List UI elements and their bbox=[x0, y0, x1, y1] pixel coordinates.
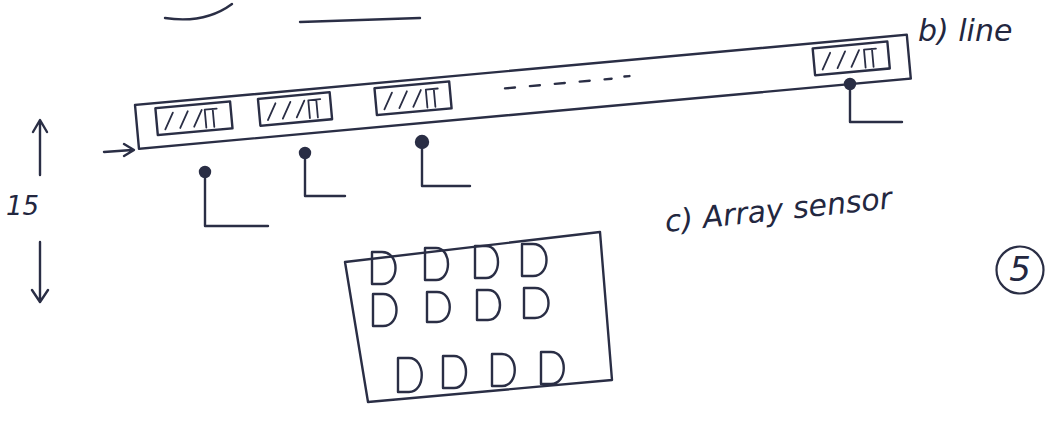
pin-lead bbox=[205, 177, 268, 226]
pin-dot bbox=[300, 148, 310, 158]
scribble-arc bbox=[165, 4, 232, 19]
array-element bbox=[398, 358, 422, 392]
array-element bbox=[372, 252, 396, 284]
cell-hatch bbox=[821, 49, 877, 72]
array-element bbox=[427, 292, 450, 322]
sensor-cell bbox=[374, 81, 451, 115]
dimension-arrow bbox=[33, 120, 47, 175]
array-element bbox=[373, 294, 397, 326]
sensor-cell bbox=[813, 42, 890, 76]
array-board bbox=[345, 232, 612, 402]
pin-lead bbox=[305, 158, 345, 196]
dimension-label: 15 bbox=[6, 192, 39, 221]
array-sensor bbox=[345, 232, 612, 402]
pin-lead bbox=[850, 89, 902, 122]
cell-hatch bbox=[164, 109, 218, 132]
dimension-arrow bbox=[32, 242, 48, 302]
part-label: b) line bbox=[918, 14, 1012, 47]
array-element bbox=[475, 246, 498, 278]
sensor-cell bbox=[155, 101, 232, 135]
continuation-dashes bbox=[505, 76, 630, 88]
sensor-cell bbox=[258, 92, 332, 125]
sensor-bar bbox=[135, 35, 911, 149]
dimension-mark bbox=[32, 120, 134, 302]
part-label: c) Array sensor bbox=[663, 181, 893, 238]
dimension-pointer bbox=[104, 144, 134, 156]
array-element bbox=[477, 290, 500, 320]
line-sensor bbox=[135, 35, 911, 149]
grade-number: 5 bbox=[1009, 251, 1031, 288]
pin-dot bbox=[845, 79, 855, 89]
pin-lead bbox=[422, 148, 470, 186]
sensor-cell bbox=[813, 42, 890, 76]
grade-circle-outline bbox=[997, 247, 1044, 294]
cell-hatch bbox=[266, 99, 321, 122]
array-element bbox=[522, 244, 547, 276]
sensor-cell bbox=[374, 81, 451, 115]
pin-dot bbox=[416, 136, 428, 148]
grade-circle: 5 bbox=[995, 245, 1045, 295]
scribble-line bbox=[300, 18, 420, 22]
sensor-cell bbox=[258, 92, 332, 125]
array-element bbox=[492, 354, 515, 386]
array-element bbox=[443, 356, 466, 388]
array-element bbox=[425, 248, 448, 280]
cell-hatch bbox=[383, 88, 439, 111]
array-element bbox=[541, 352, 564, 384]
sensor-cell bbox=[155, 101, 232, 135]
array-element bbox=[524, 288, 549, 318]
pin-dot bbox=[200, 167, 210, 177]
